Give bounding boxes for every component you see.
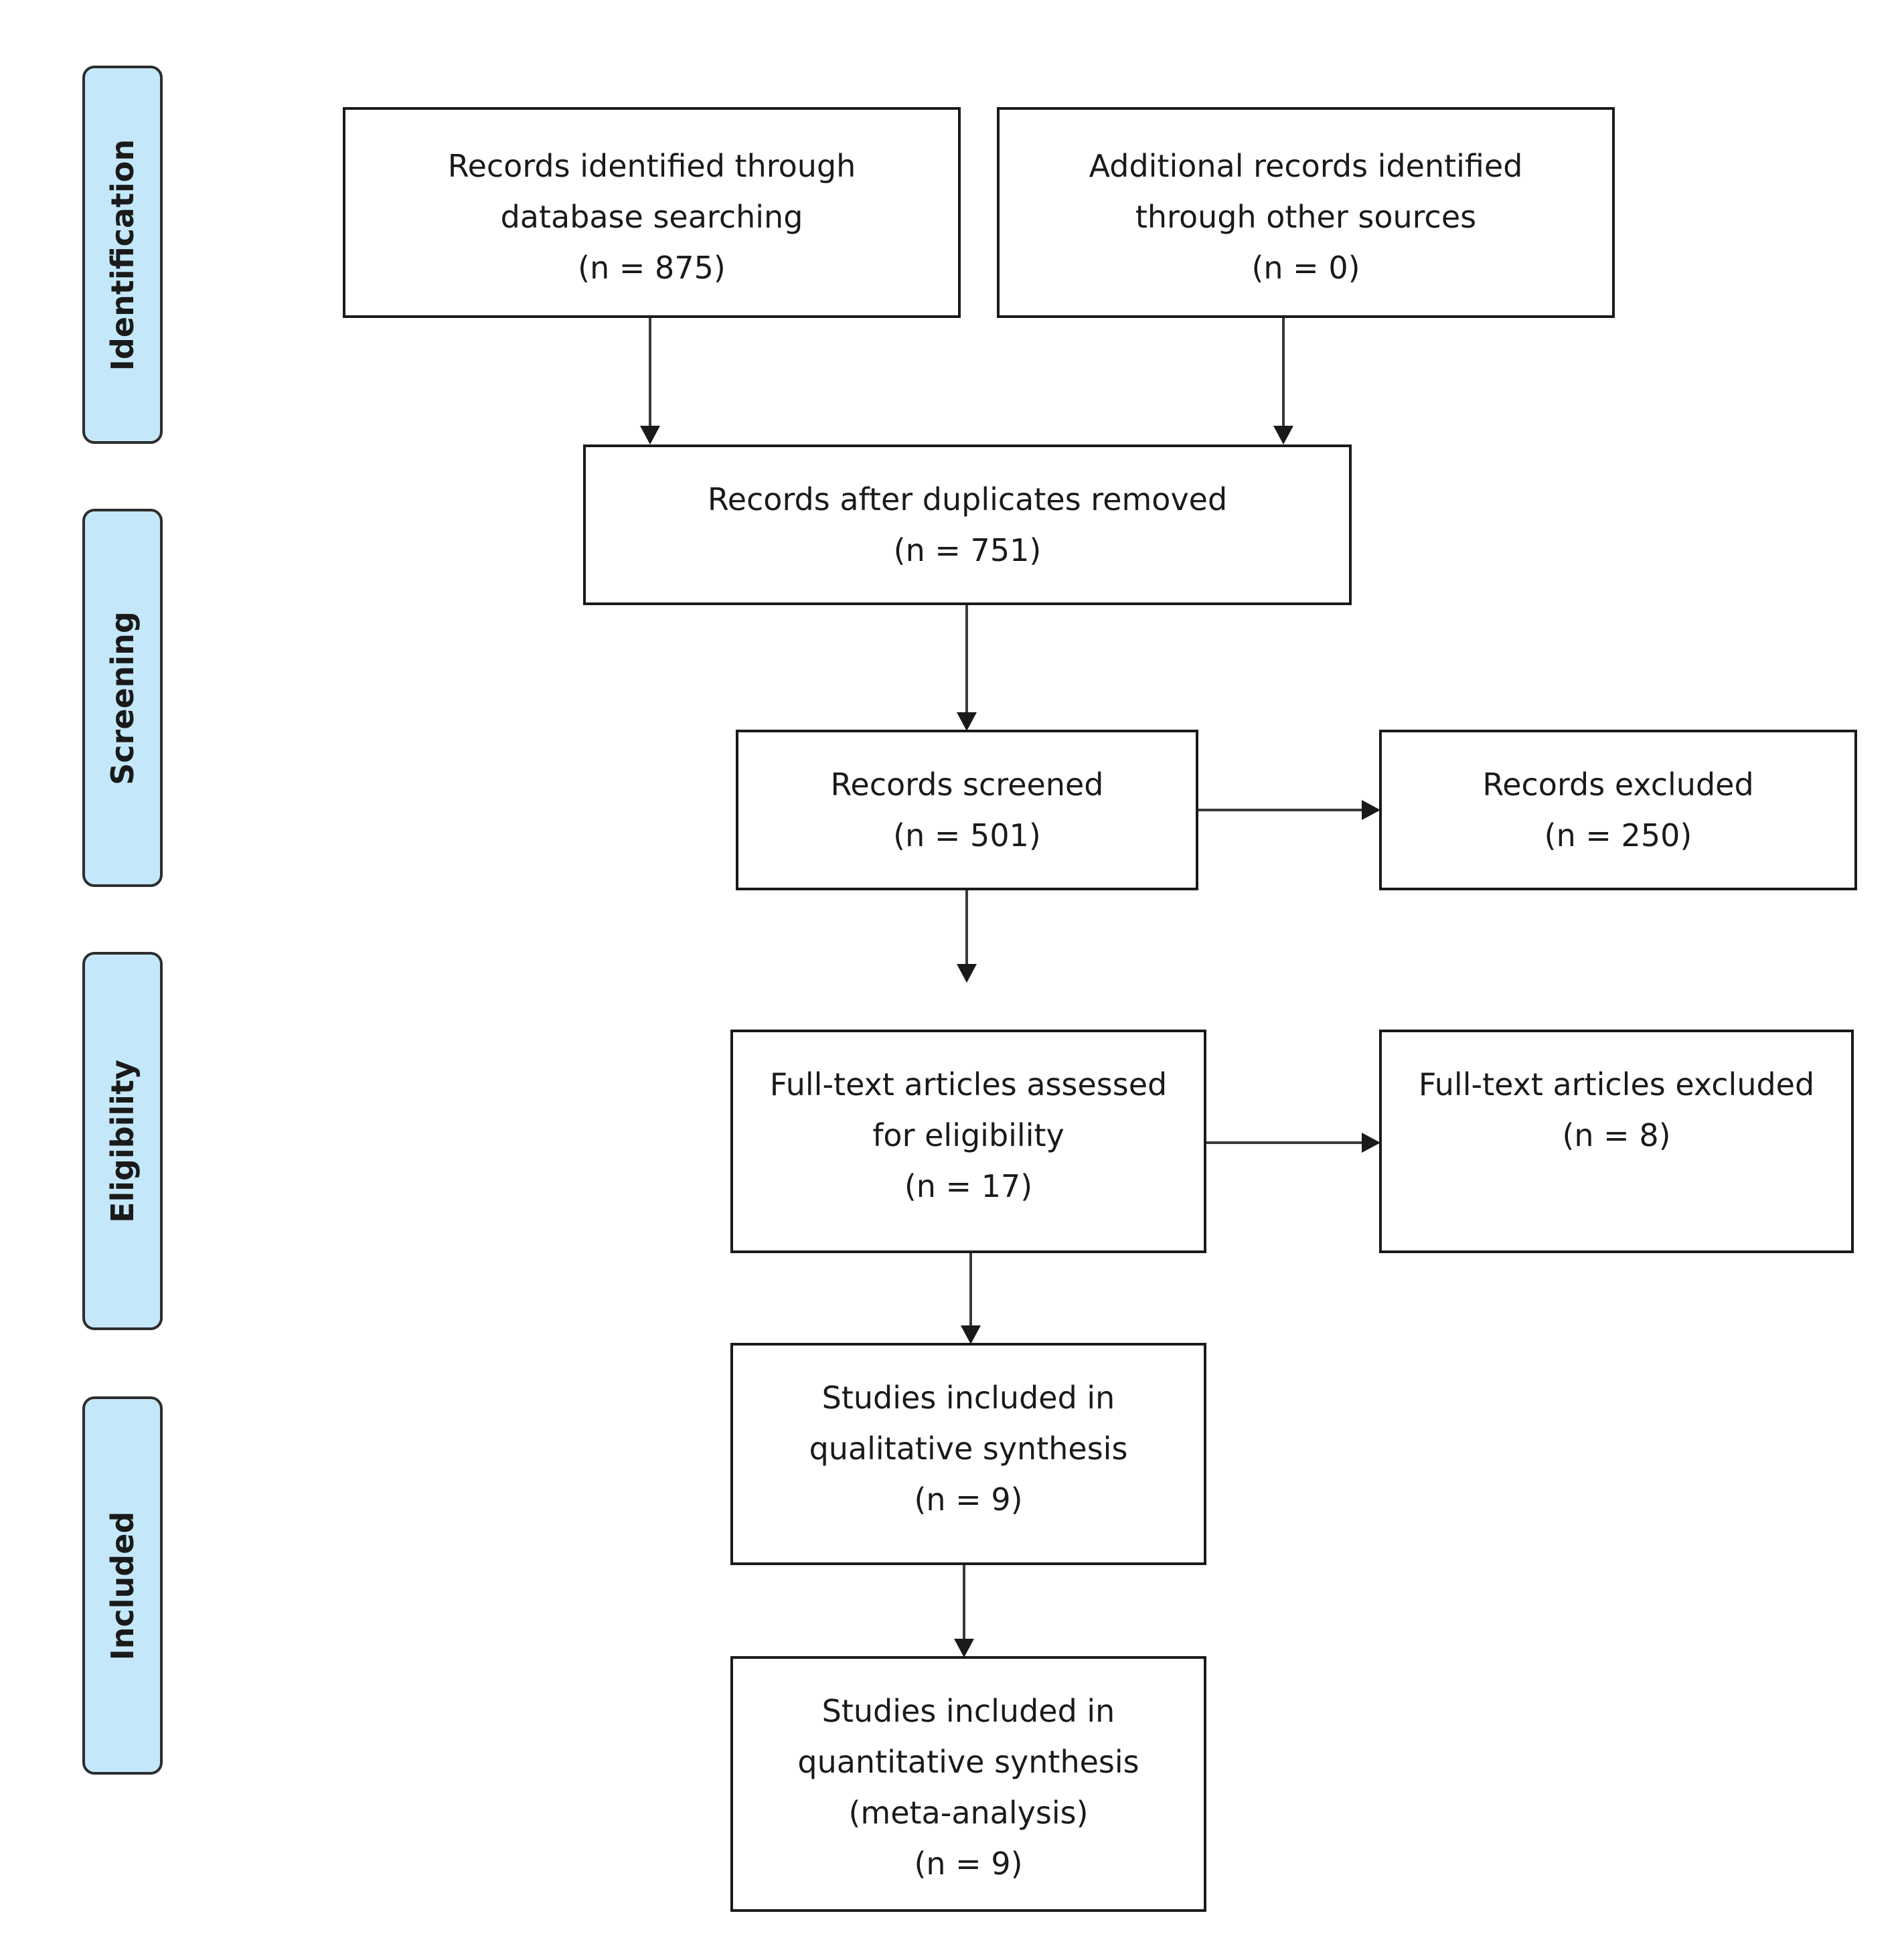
- fulltext-excluded-count: (n = 8): [1562, 1117, 1671, 1153]
- database-search-line-2: database searching: [500, 199, 803, 235]
- arrowhead-fulltext-to-excluded: [1362, 1133, 1380, 1153]
- qualitative-line-2: qualitative synthesis: [809, 1431, 1128, 1467]
- phase-screening: Screening: [82, 509, 163, 887]
- quantitative-line-3: (meta-analysis): [848, 1795, 1089, 1831]
- fulltext-assessed-count: (n = 17): [904, 1168, 1033, 1204]
- quantitative-count: (n = 9): [914, 1846, 1023, 1882]
- records-excluded-count: (n = 250): [1544, 817, 1692, 854]
- box-quantitative-synthesis: Studies included in quantitative synthes…: [730, 1656, 1206, 1912]
- qualitative-line-1: Studies included in: [821, 1380, 1115, 1416]
- phase-eligibility: Eligibility: [82, 952, 163, 1330]
- quantitative-line-2: quantitative synthesis: [797, 1744, 1139, 1780]
- fulltext-assessed-line-2: for eligibility: [872, 1117, 1064, 1153]
- duplicates-removed-line-1: Records after duplicates removed: [707, 481, 1228, 517]
- arrowhead-screened-to-fulltext: [957, 964, 977, 983]
- box-fulltext-excluded: Full-text articles excluded (n = 8): [1379, 1030, 1854, 1253]
- box-database-search: Records identified through database sear…: [343, 107, 961, 318]
- phase-included: Included: [82, 1396, 163, 1775]
- other-sources-count: (n = 0): [1251, 250, 1360, 286]
- arrowhead-duplicates-to-screened: [957, 712, 977, 731]
- fulltext-assessed-line-1: Full-text articles assessed: [769, 1066, 1168, 1103]
- box-records-excluded: Records excluded (n = 250): [1379, 730, 1857, 890]
- box-qualitative-synthesis: Studies included in qualitative synthesi…: [730, 1343, 1206, 1565]
- qualitative-count: (n = 9): [914, 1481, 1023, 1518]
- database-search-line-1: Records identified through: [447, 148, 856, 184]
- box-records-screened: Records screened (n = 501): [736, 730, 1198, 890]
- arrowhead-other-to-duplicates: [1273, 426, 1293, 444]
- database-search-count: (n = 875): [578, 250, 726, 286]
- box-fulltext-assessed: Full-text articles assessed for eligibil…: [730, 1030, 1206, 1253]
- arrowhead-qualitative-to-quantitative: [954, 1639, 974, 1657]
- records-screened-count: (n = 501): [893, 817, 1041, 854]
- duplicates-removed-count: (n = 751): [893, 532, 1042, 568]
- box-duplicates-removed: Records after duplicates removed (n = 75…: [583, 444, 1352, 605]
- other-sources-line-2: through other sources: [1135, 199, 1477, 235]
- records-excluded-line-1: Records excluded: [1482, 766, 1754, 803]
- phase-identification: Identification: [82, 66, 163, 444]
- box-other-sources: Additional records identified through ot…: [997, 107, 1615, 318]
- records-screened-line-1: Records screened: [830, 766, 1104, 803]
- other-sources-line-1: Additional records identified: [1089, 148, 1523, 184]
- arrowhead-screened-to-excluded: [1362, 800, 1380, 820]
- arrowhead-database-to-duplicates: [640, 426, 660, 444]
- quantitative-line-1: Studies included in: [821, 1693, 1115, 1729]
- fulltext-excluded-line-1: Full-text articles excluded: [1418, 1066, 1815, 1103]
- arrowhead-fulltext-to-qualitative: [961, 1325, 981, 1344]
